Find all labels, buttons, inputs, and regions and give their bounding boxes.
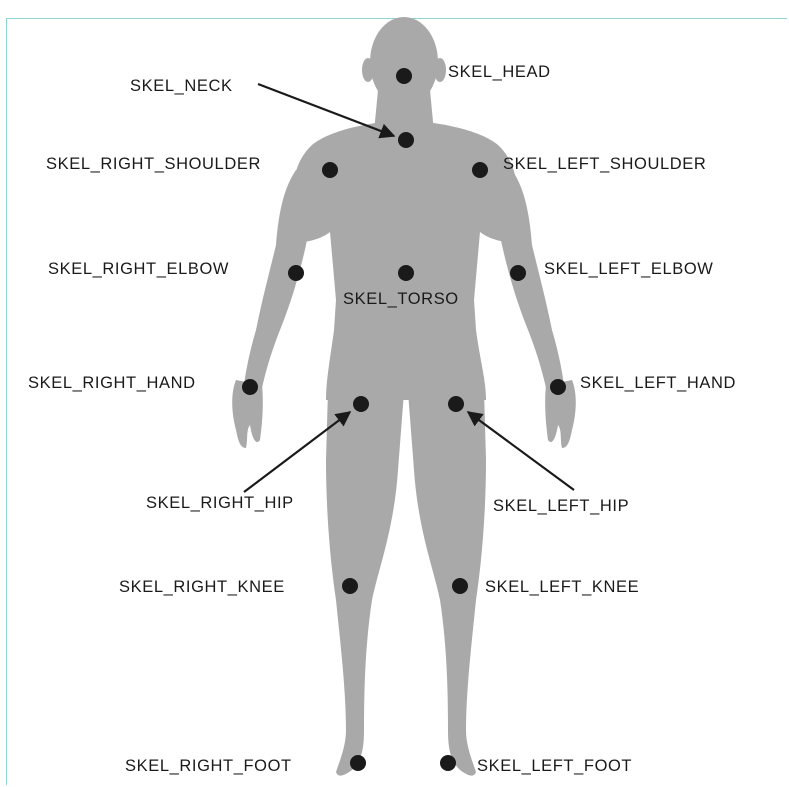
joint-right-hip [353,396,369,412]
label-left-knee: SKEL_LEFT_KNEE [485,578,639,596]
label-head: SKEL_HEAD [448,63,551,81]
joint-right-hand [242,379,258,395]
joint-head [396,68,412,84]
body-silhouette [232,17,576,776]
label-left-foot: SKEL_LEFT_FOOT [477,757,632,775]
label-right-elbow: SKEL_RIGHT_ELBOW [48,260,229,278]
label-left-hip: SKEL_LEFT_HIP [493,497,629,515]
joint-left-hip [448,396,464,412]
label-left-hand: SKEL_LEFT_HAND [580,374,736,392]
label-right-hand: SKEL_RIGHT_HAND [28,374,196,392]
joint-right-shoulder [322,162,338,178]
joint-left-knee [452,578,468,594]
joint-right-elbow [288,265,304,281]
joint-right-foot [350,755,366,771]
label-right-foot: SKEL_RIGHT_FOOT [125,757,292,775]
joint-neck [398,132,414,148]
joint-right-knee [342,578,358,594]
arrow-neck [258,84,394,136]
label-left-elbow: SKEL_LEFT_ELBOW [544,260,713,278]
label-neck: SKEL_NECK [130,77,233,95]
joint-torso [398,265,414,281]
label-torso: SKEL_TORSO [343,290,459,308]
label-right-knee: SKEL_RIGHT_KNEE [119,578,285,596]
joint-left-hand [550,379,566,395]
label-right-shoulder: SKEL_RIGHT_SHOULDER [46,155,261,173]
joint-left-shoulder [472,162,488,178]
joint-left-foot [440,755,456,771]
joint-left-elbow [510,265,526,281]
label-left-shoulder: SKEL_LEFT_SHOULDER [503,155,706,173]
label-right-hip: SKEL_RIGHT_HIP [146,494,294,512]
